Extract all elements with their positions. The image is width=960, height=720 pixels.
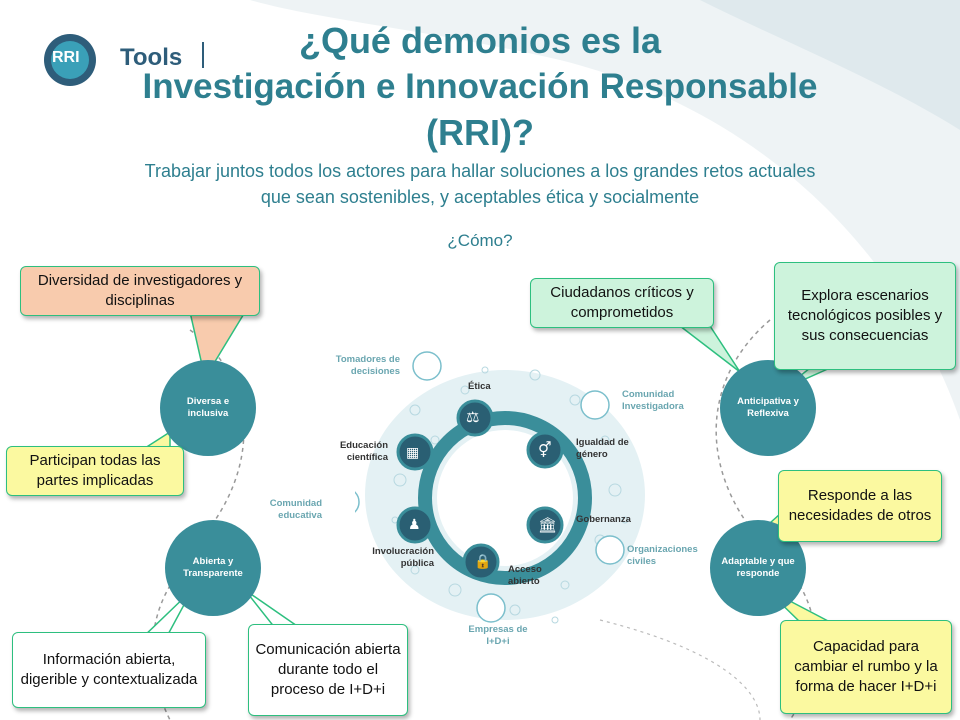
logo-word: Tools (120, 44, 183, 71)
title-line-2: Investigación e Innovación Responsable (142, 67, 818, 106)
lock-icon: 🔒 (474, 553, 492, 569)
page-subtitle: Trabajar juntos todos los actores para h… (40, 158, 920, 210)
balance-scale-icon: ⚖ (466, 409, 480, 426)
rri-badge-icon (44, 34, 96, 86)
rri-wheel-diagram (355, 351, 645, 624)
label-involucracion: Involucración pública (372, 546, 434, 569)
page-title: ¿Qué demonios es la Investigación e Inno… (100, 18, 860, 156)
callout-diversidad: Diversidad de investigadores y disciplin… (20, 266, 260, 316)
label-comunidad-educativa: Comunidad educativa (269, 498, 322, 521)
circle-anticipativa-reflexiva: Anticipativa y Reflexiva (720, 360, 816, 456)
label-acceso: Acceso abierto (508, 564, 542, 587)
label-organizaciones: Organizaciones civiles (627, 544, 698, 567)
label-empresas: Empresas de I+D+i (468, 624, 528, 647)
label-igualdad: Igualdad de género (576, 437, 629, 460)
callout-capacidad: Capacidad para cambiar el rumbo y la for… (780, 620, 952, 714)
gender-equality-icon: ⚥ (538, 442, 552, 459)
circle-abierta-transparente: Abierta y Transparente (165, 520, 261, 616)
callout-responde: Responde a las necesidades de otros (778, 470, 942, 542)
logo-separator (202, 42, 204, 68)
label-gobernanza: Gobernanza (576, 514, 631, 525)
como-heading: ¿Cómo? (447, 231, 513, 250)
callout-explora: Explora escenarios tecnológicos posibles… (774, 262, 956, 370)
rri-tools-logo: RRI Tools (40, 30, 220, 90)
title-line-3: (RRI)? (426, 112, 534, 153)
title-line-1: ¿Qué demonios es la (298, 20, 662, 61)
logo-badge-text: RRI (52, 49, 80, 66)
label-etica: Ética (468, 381, 491, 392)
people-icon: ♟ (408, 516, 421, 532)
education-board-icon: ▦ (406, 444, 420, 460)
subtitle-line-1: Trabajar juntos todos los actores para h… (144, 161, 816, 181)
callout-comunicacion: Comunicación abierta durante todo el pro… (248, 624, 408, 716)
callout-informacion: Información abierta, digerible y context… (12, 632, 206, 708)
callout-participan: Participan todas las partes implicadas (6, 446, 184, 496)
label-comunidad-investigadora: Comunidad Investigadora (622, 389, 684, 412)
subtitle-line-2: que sean sostenibles, y aceptables ética… (260, 187, 700, 207)
government-building-icon: 🏛 (538, 517, 558, 534)
label-educacion: Educación científica (339, 440, 388, 463)
callout-ciudadanos: Ciudadanos críticos y comprometidos (530, 278, 714, 328)
label-tomadores: Tomadores de decisiones (335, 354, 400, 377)
circle-diversa-inclusiva: Diversa e inclusiva (160, 360, 256, 456)
